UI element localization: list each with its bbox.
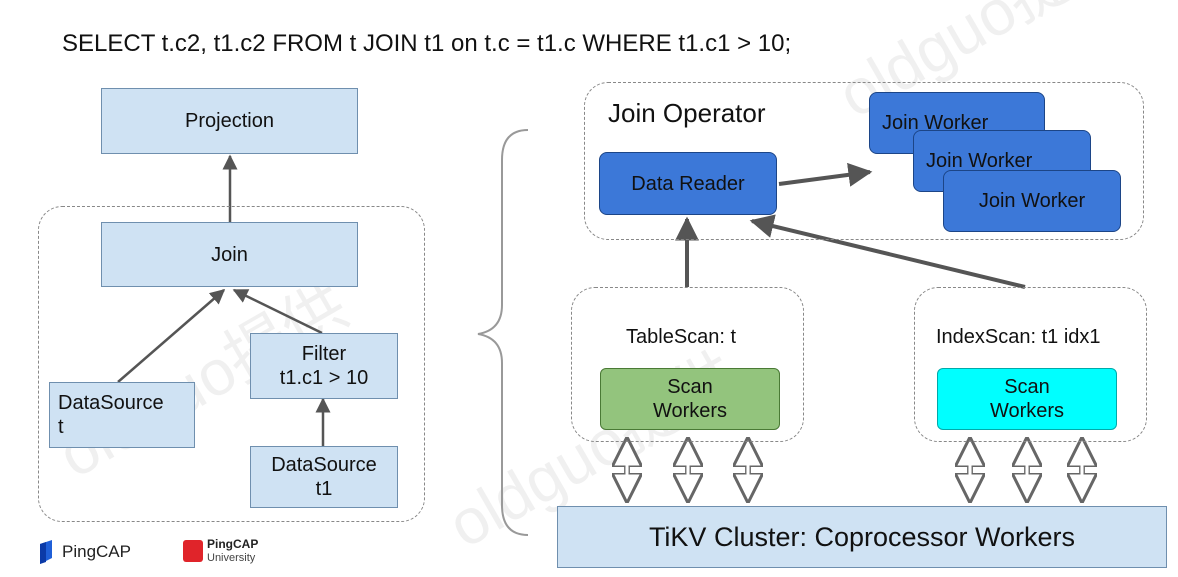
projection-label: Projection bbox=[185, 110, 274, 132]
tablescan-label: TableScan: t bbox=[626, 326, 737, 348]
join-subtree-group bbox=[38, 206, 425, 522]
tikv-cluster: TiKV Cluster: Coprocessor Workers bbox=[557, 506, 1167, 568]
join-worker-label: Join Worker bbox=[882, 112, 989, 134]
scan-workers-label: Scan bbox=[667, 376, 713, 398]
indexscan-label: IndexScan: t1 idx1 bbox=[936, 326, 1101, 348]
pingcap-logo-icon bbox=[40, 540, 52, 564]
tablescan-group bbox=[571, 287, 804, 442]
sql-query: SELECT t.c2, t1.c2 FROM t JOIN t1 on t.c… bbox=[62, 30, 792, 57]
datasource-t1-node: DataSource t1 bbox=[250, 446, 398, 508]
university-logo-subtext: University bbox=[207, 551, 256, 564]
filter-label: Filter bbox=[301, 343, 347, 365]
scan-workers-tablescan: Scan Workers bbox=[600, 368, 780, 430]
filter-node: Filter t1.c1 > 10 bbox=[250, 333, 398, 399]
data-transfer-arrows bbox=[627, 440, 1082, 500]
datasource-t1-table: t1 bbox=[315, 478, 333, 500]
pingcap-logo: PingCAP bbox=[38, 540, 158, 564]
university-shield-icon bbox=[183, 540, 203, 562]
projection-node: Projection bbox=[101, 88, 358, 154]
scan-workers-indexscan: Scan Workers bbox=[937, 368, 1117, 430]
pingcap-university-logo: PingCAP University bbox=[183, 536, 293, 566]
data-reader-node: Data Reader bbox=[599, 152, 777, 215]
join-worker-label: Join Worker bbox=[978, 190, 1086, 212]
join-operator-title: Join Operator bbox=[608, 98, 766, 128]
arrow-datasource-t-to-join bbox=[117, 289, 226, 383]
arrow-datareader-to-workers bbox=[778, 162, 873, 187]
join-worker-label: Join Worker bbox=[926, 150, 1033, 172]
datasource-t-label: DataSource bbox=[58, 392, 164, 414]
scan-workers-label: Workers bbox=[652, 400, 728, 422]
datasource-t1-label: DataSource bbox=[271, 454, 377, 476]
scan-workers-label: Workers bbox=[989, 400, 1065, 422]
indexscan-group bbox=[914, 287, 1147, 442]
curly-brace bbox=[477, 129, 529, 536]
join-node: Join bbox=[101, 222, 358, 287]
join-worker-3: Join Worker bbox=[943, 170, 1121, 232]
arrow-filter-to-join bbox=[232, 288, 323, 335]
data-reader-label: Data Reader bbox=[631, 172, 745, 195]
arrow-indexscan-to-datareader bbox=[749, 214, 1026, 289]
datasource-t-node: DataSource t bbox=[49, 382, 195, 448]
university-logo-text: PingCAP bbox=[207, 537, 259, 552]
scan-workers-label: Scan bbox=[1004, 376, 1050, 398]
join-operator-group bbox=[584, 82, 1144, 240]
tikv-label: TiKV Cluster: Coprocessor Workers bbox=[648, 521, 1076, 552]
join-label: Join bbox=[211, 243, 248, 266]
filter-condition: t1.c1 > 10 bbox=[279, 367, 369, 389]
datasource-t-table: t bbox=[58, 416, 64, 438]
pingcap-logo-text: PingCAP bbox=[62, 542, 131, 561]
